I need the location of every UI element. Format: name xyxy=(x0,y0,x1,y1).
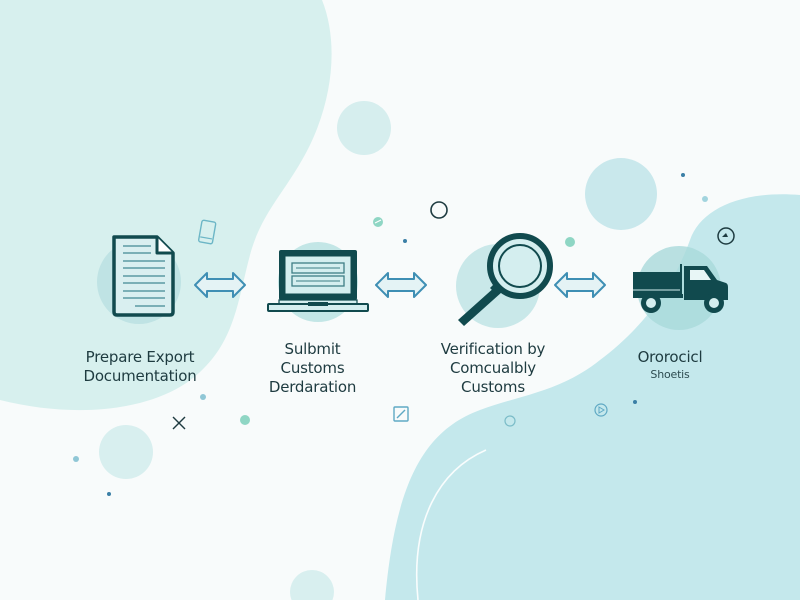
step-shipment: Ororocicl Shoetis xyxy=(605,228,735,383)
step-label: Ororocicl Shoetis xyxy=(638,348,703,383)
dot xyxy=(633,400,637,404)
step-label: Verification by Comcualbly Customs xyxy=(440,340,546,397)
x-mark xyxy=(172,416,186,430)
label-line: Customs xyxy=(280,359,345,377)
dot xyxy=(73,456,79,462)
edit-square xyxy=(393,406,409,422)
step-icon-container xyxy=(615,228,728,330)
label-line: Comcualbly xyxy=(450,359,536,377)
play-circle xyxy=(594,403,608,417)
dot xyxy=(681,173,685,177)
dot xyxy=(702,196,708,202)
double-arrow-icon xyxy=(554,272,606,298)
arc-line xyxy=(416,449,487,600)
label-line: Documentation xyxy=(83,367,197,385)
bubble xyxy=(585,158,657,230)
dot xyxy=(565,237,575,247)
step-icon-container xyxy=(258,228,369,328)
dot xyxy=(403,239,407,243)
dot xyxy=(107,492,111,496)
truck-icon xyxy=(633,264,728,313)
step-label: Sulbmit Customs Derdaration xyxy=(269,340,356,397)
double-arrow-icon xyxy=(194,272,246,298)
bubble xyxy=(337,101,391,155)
label-line: Prepare Export xyxy=(85,348,195,366)
label-line: Sulbmit xyxy=(284,340,341,358)
double-arrow-icon xyxy=(375,272,427,298)
green-badge xyxy=(373,217,383,227)
magnifier-icon xyxy=(458,233,553,326)
dot xyxy=(200,394,206,400)
step-icon-container xyxy=(85,228,195,328)
ring-outline xyxy=(430,201,448,219)
label-line: Derdaration xyxy=(268,378,357,396)
label-line: Customs xyxy=(461,378,525,396)
step-icon-container xyxy=(438,228,553,328)
laptop-icon xyxy=(266,250,369,312)
step-prepare-export-documentation: Prepare Export Documentation xyxy=(75,228,205,386)
document-icon xyxy=(112,235,175,317)
step-submit-customs-declaration: Sulbmit Customs Derdaration xyxy=(250,228,375,397)
label-line: Verification by xyxy=(440,340,546,358)
step-label: Prepare Export Documentation xyxy=(83,348,196,386)
step-verification-by-customs: Verification by Comcualbly Customs xyxy=(428,228,558,397)
bubble xyxy=(99,425,153,479)
ring-outline xyxy=(504,415,516,427)
dot xyxy=(240,415,250,425)
label-line: Ororocicl xyxy=(637,348,703,366)
bubble xyxy=(290,570,334,600)
label-line: Shoetis xyxy=(650,368,690,381)
